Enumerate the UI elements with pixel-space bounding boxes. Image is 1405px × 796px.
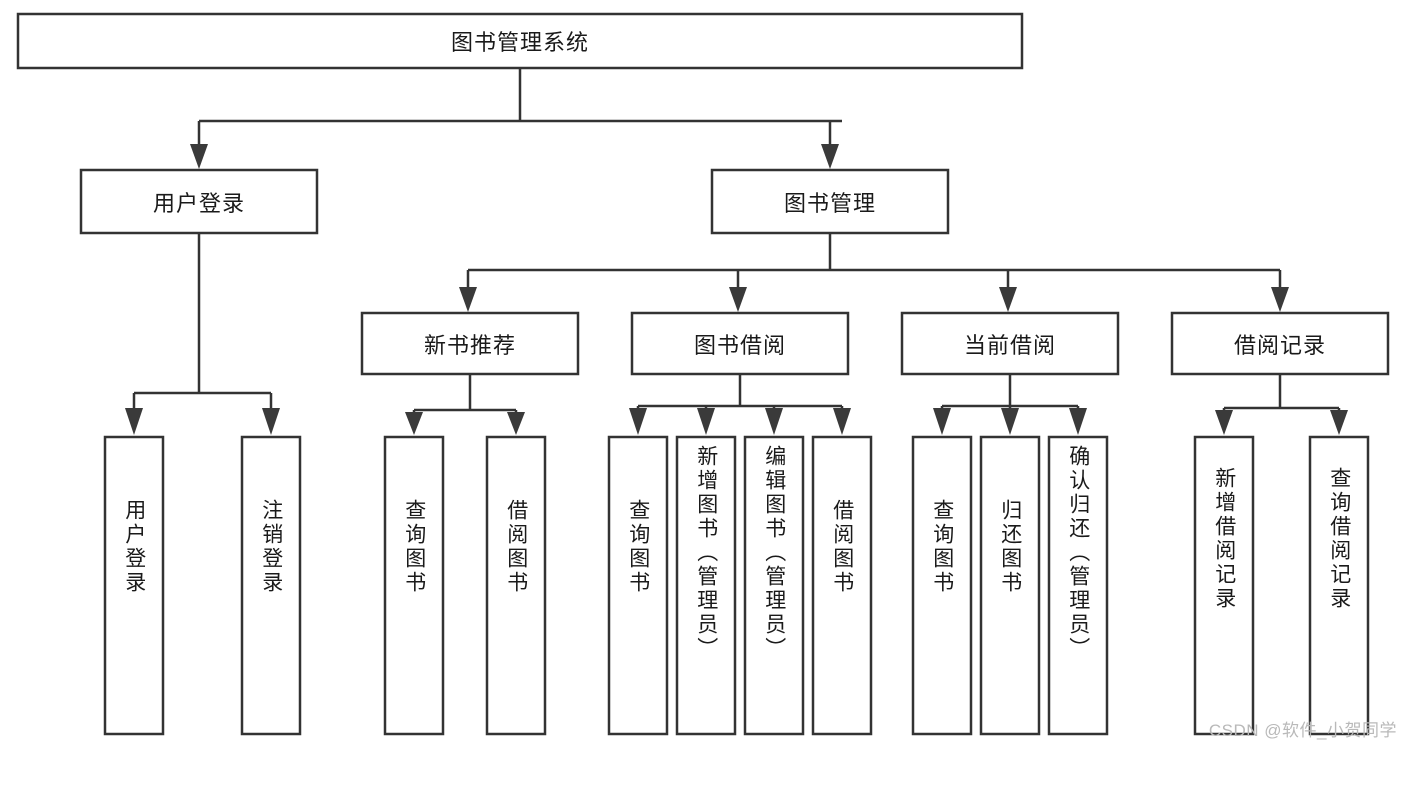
arrowhead-book-management (821, 144, 839, 169)
watermark: CSDN @软件_小贺同学 (1208, 721, 1397, 740)
connector-borrow-record-to-leaves (1215, 374, 1348, 435)
arrowhead-leaf-borrow-book-1 (507, 412, 525, 435)
arrowhead-current-borrow (999, 287, 1017, 312)
node-book-borrow[interactable] (630, 311, 850, 376)
node-leaf-query-book-2-box[interactable] (607, 435, 669, 736)
node-leaf-return-book-box[interactable] (979, 435, 1041, 736)
arrowhead-user-login (190, 144, 208, 169)
node-user-login[interactable] (79, 168, 319, 235)
arrowhead-leaf-query-book-1 (405, 412, 423, 435)
arrowhead-leaf-query-record (1330, 410, 1348, 435)
arrowhead-leaf-return-book (1001, 408, 1019, 435)
node-book-management[interactable] (710, 168, 950, 235)
node-root[interactable] (16, 12, 1024, 70)
node-leaf-query-book-3-box[interactable] (911, 435, 973, 736)
node-leaf-query-book-1-box[interactable] (383, 435, 445, 736)
node-new-book-recommend-box[interactable] (360, 311, 580, 376)
arrowhead-leaf-add-book (697, 408, 715, 435)
arrowhead-leaf-add-record (1215, 410, 1233, 435)
node-book-borrow-box[interactable] (630, 311, 850, 376)
arrowhead-borrow-record (1271, 287, 1289, 312)
connector-book-management-to-level3 (459, 233, 1289, 312)
diagram-canvas (16, 12, 1390, 736)
node-leaf-query-record-box[interactable] (1308, 435, 1370, 736)
arrowhead-leaf-query-book-3 (933, 408, 951, 435)
arrowhead-leaf-user-login (125, 408, 143, 435)
node-borrow-record[interactable] (1170, 311, 1390, 376)
node-current-borrow[interactable] (900, 311, 1120, 376)
node-leaf-user-login-box[interactable] (103, 435, 165, 736)
connector-current-borrow-to-leaves (933, 374, 1087, 435)
node-book-management-box[interactable] (710, 168, 950, 235)
arrowhead-leaf-query-book-2 (629, 408, 647, 435)
node-leaf-edit-book-box[interactable] (743, 435, 805, 736)
connector-book-borrow-to-leaves (629, 374, 851, 435)
connector-root-to-level2 (190, 68, 842, 169)
node-root-box[interactable] (16, 12, 1024, 70)
arrowhead-leaf-edit-book (765, 408, 783, 435)
connector-user-login-to-leaves (125, 233, 280, 435)
node-user-login-box[interactable] (79, 168, 319, 235)
node-leaf-logout-box[interactable] (240, 435, 302, 736)
node-leaf-add-book-box[interactable] (675, 435, 737, 736)
arrowhead-leaf-confirm-return (1069, 408, 1087, 435)
node-leaf-borrow-book-1-box[interactable] (485, 435, 547, 736)
node-leaf-confirm-return-box[interactable] (1047, 435, 1109, 736)
arrowhead-leaf-logout (262, 408, 280, 435)
node-new-book-recommend[interactable] (360, 311, 580, 376)
hierarchy-diagram: 图书管理系统 用户登录 图书管理 新书推荐 图书借阅 当前借阅 借阅记录 用户登… (16, 12, 1397, 740)
arrowhead-leaf-borrow-book-2 (833, 408, 851, 435)
node-leaf-add-record-box[interactable] (1193, 435, 1255, 736)
arrowhead-book-borrow (729, 287, 747, 312)
node-current-borrow-box[interactable] (900, 311, 1120, 376)
arrowhead-new-book-recommend (459, 287, 477, 312)
node-leaf-borrow-book-2-box[interactable] (811, 435, 873, 736)
connector-new-book-recommend-to-leaves (405, 374, 525, 435)
node-borrow-record-box[interactable] (1170, 311, 1390, 376)
